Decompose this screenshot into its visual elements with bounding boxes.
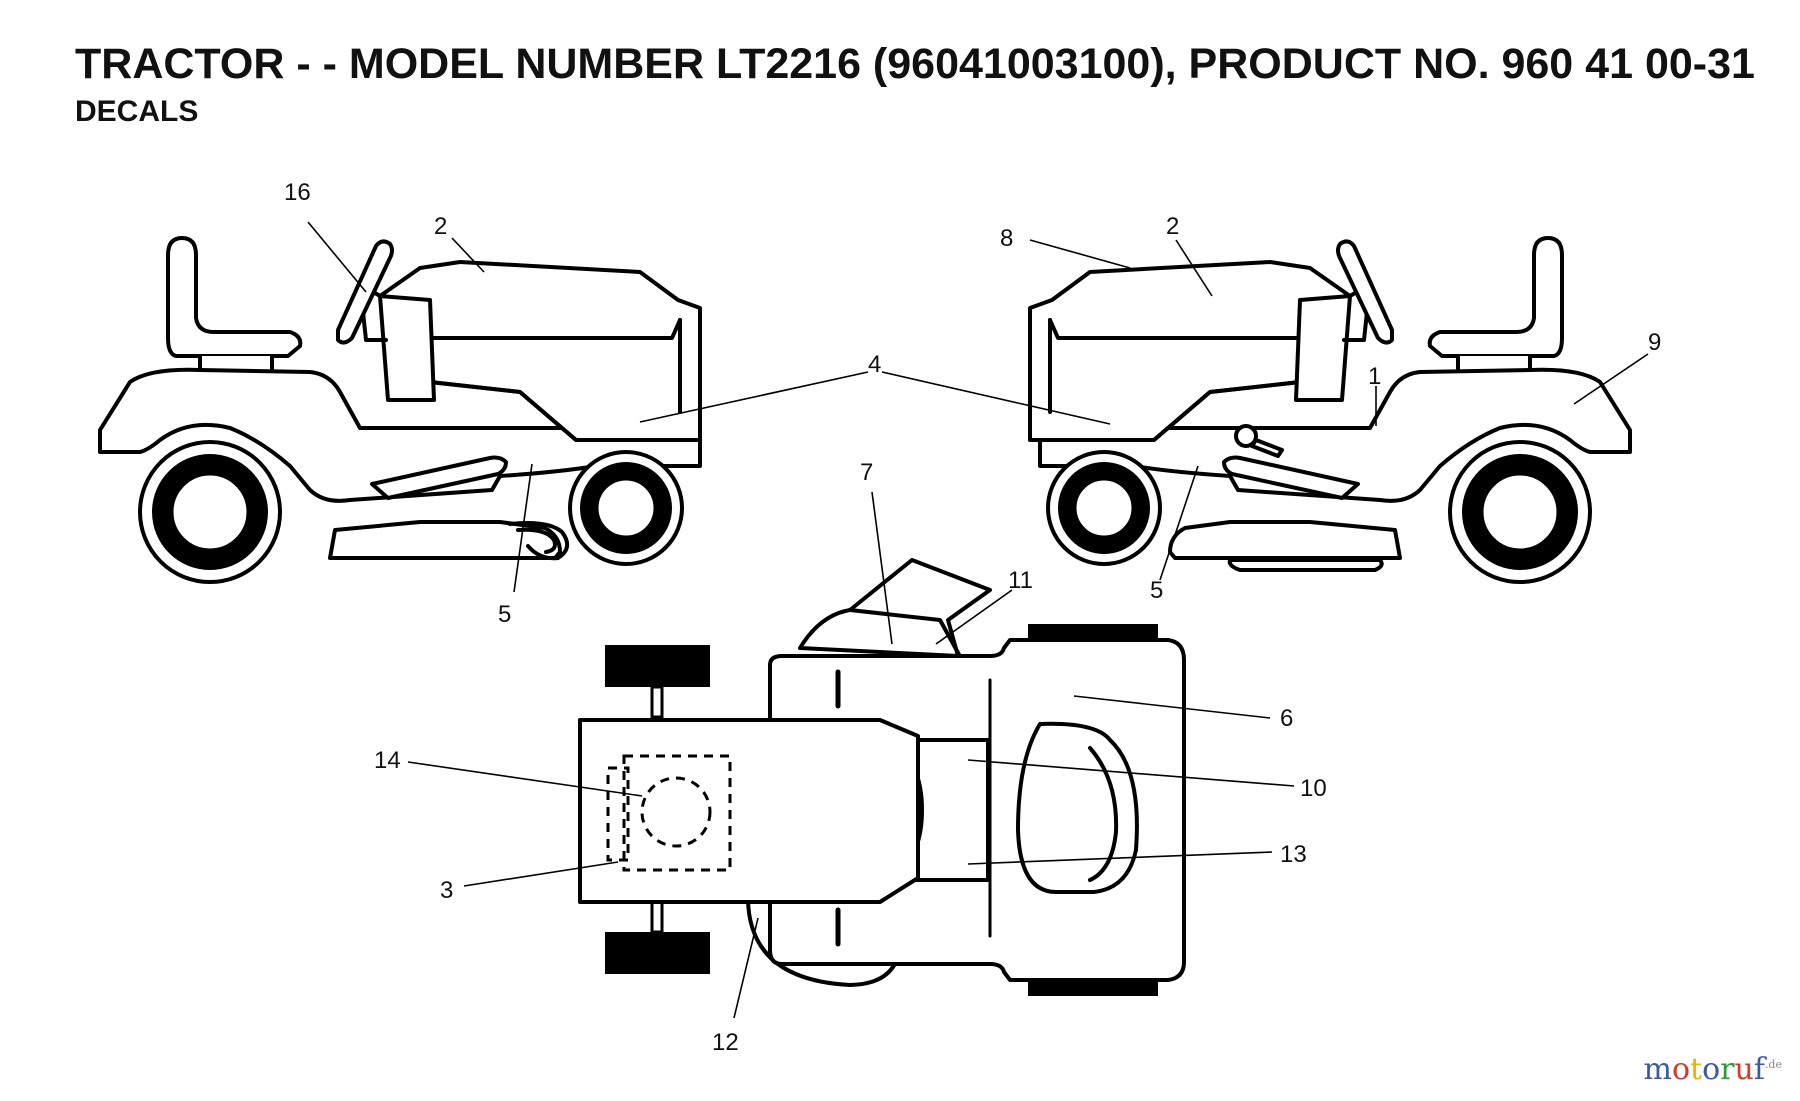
callout-labels: 16 2 4 5 5 8 2 1 9 7 11 6 10 13 14 3 12 [284, 179, 1661, 1056]
tractor-left-side-view [98, 236, 702, 584]
page-title: TRACTOR - - MODEL NUMBER LT2216 (9604100… [75, 40, 1755, 88]
callout-3: 3 [440, 877, 453, 904]
callout-16: 16 [284, 179, 311, 206]
callout-14: 14 [374, 747, 401, 774]
callout-13: 13 [1280, 841, 1307, 868]
watermark-letter: f [1753, 1052, 1765, 1087]
watermark-logo: motoruf.de [1644, 1052, 1782, 1087]
watermark-suffix: .de [1764, 1058, 1782, 1071]
callout-6: 6 [1280, 705, 1293, 732]
callout-leaders [307, 221, 1649, 1019]
page-subtitle: DECALS [75, 95, 199, 128]
callout-5-left: 5 [498, 601, 511, 628]
watermark-letter: t [1690, 1052, 1703, 1087]
callout-5-right: 5 [1150, 577, 1163, 604]
tractor-right-side-view [1028, 236, 1632, 584]
watermark-letter: u [1734, 1052, 1754, 1087]
callout-11: 11 [1008, 567, 1033, 594]
watermark-letter: o [1671, 1052, 1691, 1087]
callout-4: 4 [868, 351, 881, 378]
watermark-letter: r [1720, 1052, 1735, 1087]
tractor-top-view [578, 558, 1186, 996]
callout-2-left: 2 [434, 213, 447, 240]
watermark-letter: o [1702, 1052, 1721, 1087]
callout-8: 8 [1000, 225, 1013, 252]
watermark-text: motoruf [1644, 1052, 1765, 1087]
callout-9: 9 [1648, 329, 1661, 356]
callout-1: 1 [1368, 363, 1381, 390]
callout-2-right: 2 [1166, 213, 1179, 240]
callout-10: 10 [1300, 775, 1327, 802]
callout-12: 12 [712, 1029, 739, 1056]
callout-7: 7 [860, 459, 873, 486]
watermark-letter: m [1643, 1052, 1672, 1087]
